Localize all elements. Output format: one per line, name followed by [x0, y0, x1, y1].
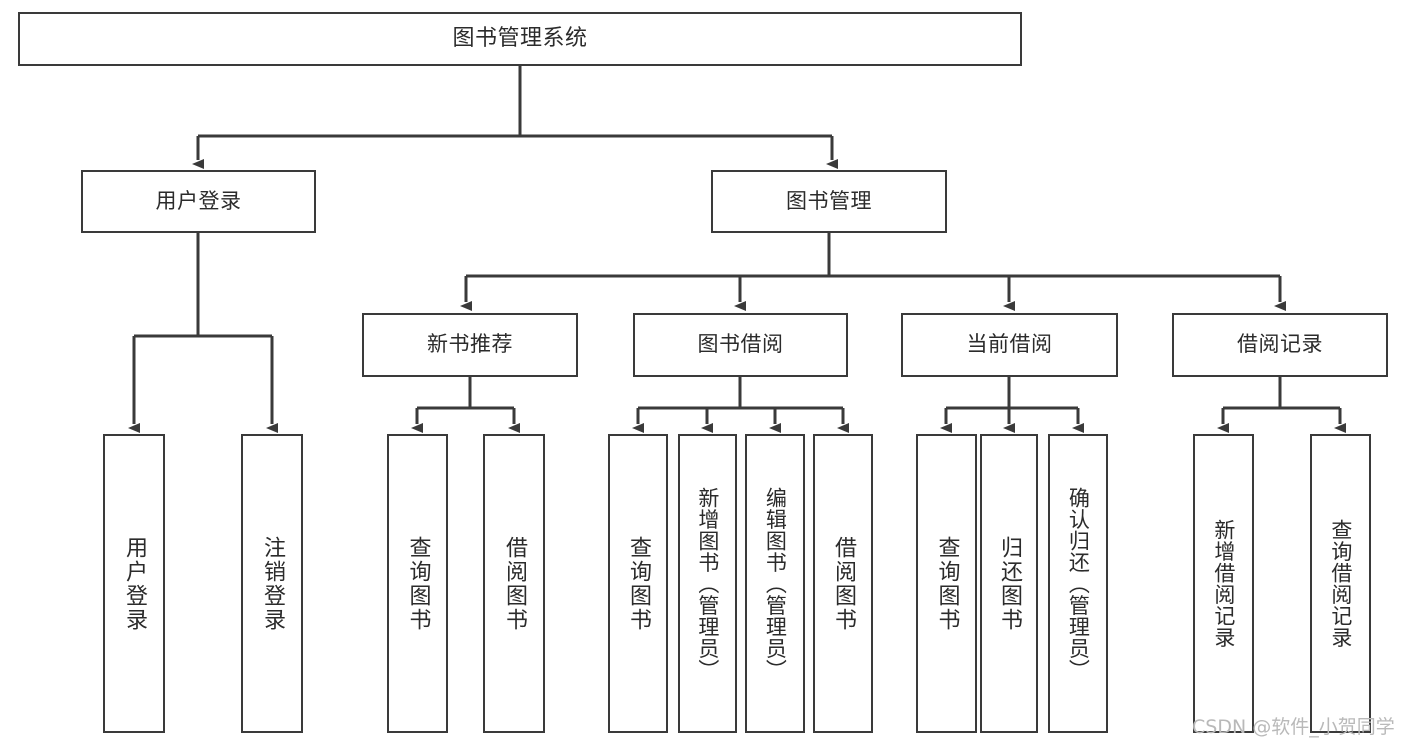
- node-leaf-user-login[interactable]: 用户登录: [103, 434, 165, 733]
- node-leaf-query-book-2[interactable]: 查询图书: [608, 434, 668, 733]
- node-book-borrow[interactable]: 图书借阅: [633, 313, 848, 377]
- node-label: 新增图书（管理员）: [695, 486, 720, 681]
- node-label: 借阅图书: [501, 535, 527, 632]
- node-label: 查询借阅记录: [1328, 519, 1353, 648]
- node-leaf-query-record[interactable]: 查询借阅记录: [1310, 434, 1371, 733]
- node-label: 借阅记录: [1237, 332, 1323, 357]
- node-leaf-borrow-book-1[interactable]: 借阅图书: [483, 434, 545, 733]
- node-label: 图书管理系统: [452, 25, 588, 51]
- node-leaf-add-record[interactable]: 新增借阅记录: [1193, 434, 1254, 733]
- node-label: 确认归还（管理员）: [1066, 486, 1091, 681]
- node-label: 归还图书: [996, 535, 1022, 632]
- node-leaf-add-book[interactable]: 新增图书（管理员）: [678, 434, 737, 733]
- node-label: 图书借阅: [697, 332, 784, 357]
- node-label: 图书管理: [786, 188, 872, 213]
- node-label: 查询图书: [405, 535, 431, 632]
- node-book-manage[interactable]: 图书管理: [711, 170, 947, 233]
- node-borrow-record[interactable]: 借阅记录: [1172, 313, 1388, 377]
- node-leaf-query-book-1[interactable]: 查询图书: [387, 434, 448, 733]
- node-label: 借阅图书: [830, 535, 856, 632]
- node-label: 编辑图书（管理员）: [763, 486, 788, 681]
- node-label: 新书推荐: [427, 332, 513, 357]
- node-leaf-edit-book[interactable]: 编辑图书（管理员）: [745, 434, 805, 733]
- node-label: 查询图书: [934, 535, 960, 632]
- node-label: 用户登录: [155, 188, 242, 213]
- csdn-watermark: CSDN @软件_小贺同学: [1192, 716, 1395, 738]
- node-label: 用户登录: [121, 535, 147, 632]
- node-leaf-borrow-book-2[interactable]: 借阅图书: [813, 434, 873, 733]
- node-label: 注销登录: [259, 535, 285, 632]
- node-leaf-logout-login[interactable]: 注销登录: [241, 434, 303, 733]
- node-label: 当前借阅: [966, 332, 1053, 357]
- node-root-system[interactable]: 图书管理系统: [18, 12, 1022, 66]
- node-leaf-query-book-3[interactable]: 查询图书: [916, 434, 977, 733]
- node-current-borrow[interactable]: 当前借阅: [901, 313, 1118, 377]
- node-user-login[interactable]: 用户登录: [81, 170, 316, 233]
- node-leaf-confirm-return[interactable]: 确认归还（管理员）: [1048, 434, 1108, 733]
- node-leaf-return-book[interactable]: 归还图书: [980, 434, 1038, 733]
- node-new-book-recommend[interactable]: 新书推荐: [362, 313, 578, 377]
- node-label: 查询图书: [625, 535, 651, 632]
- node-label: 新增借阅记录: [1211, 519, 1236, 648]
